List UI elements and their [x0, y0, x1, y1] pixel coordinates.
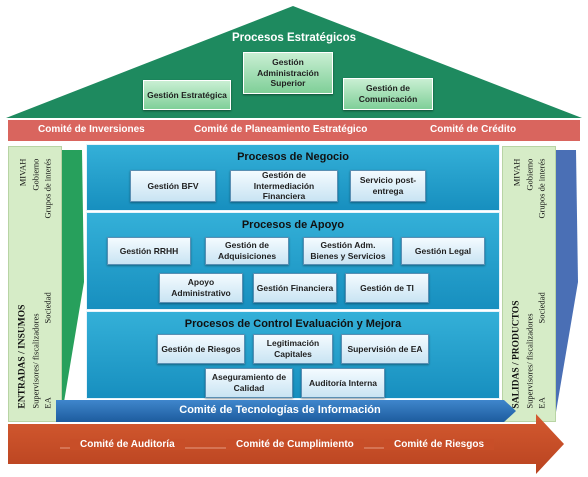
outputs-panel — [502, 146, 556, 422]
support-item-legal[interactable]: Gestión Legal — [401, 237, 485, 265]
committee-cumplimiento: Comité de Cumplimiento — [226, 439, 364, 450]
control-item-riesgos[interactable]: Gestión de Riesgos — [157, 334, 245, 364]
control-item-legitimacion[interactable]: Legitimación Capitales — [253, 334, 333, 364]
strategic-item-comunicacion[interactable]: Gestión de Comunicación — [343, 78, 433, 110]
committee-band-top: Comité de Inversiones Comité de Planeami… — [8, 120, 580, 141]
business-item-bfv[interactable]: Gestión BFV — [130, 170, 216, 202]
control-processes-title: Procesos de Control Evaluación y Mejora — [184, 318, 402, 330]
committee-inversiones: Comité de Inversiones — [38, 124, 145, 135]
control-item-auditoria-interna[interactable]: Auditoría Interna — [301, 368, 385, 398]
business-item-post-entrega[interactable]: Servicio post-entrega — [350, 170, 426, 202]
support-item-ti[interactable]: Gestión de TI — [345, 273, 429, 303]
support-item-apoyo-administrativo[interactable]: Apoyo Administrativo — [159, 273, 243, 303]
support-item-adquisiciones[interactable]: Gestión de Adquisiciones — [205, 237, 289, 265]
support-processes-section: Procesos de Apoyo Gestión RRHH Gestión d… — [86, 212, 500, 310]
it-committee-label: Comité de Tecnologías de Información — [179, 404, 381, 416]
business-item-intermediacion[interactable]: Gestión de Intermediación Financiera — [230, 170, 338, 202]
committee-riesgos: Comité de Riesgos — [384, 439, 495, 450]
strategic-processes-title: Procesos Estratégicos — [231, 32, 356, 44]
control-item-supervision-ea[interactable]: Supervisión de EA — [341, 334, 429, 364]
business-processes-title: Procesos de Negocio — [237, 151, 349, 163]
committee-auditoria: Comité de Auditoría — [70, 439, 185, 450]
strategic-item-administracion-superior[interactable]: Gestión Administración Superior — [243, 52, 333, 94]
control-processes-section: Procesos de Control Evaluación y Mejora … — [86, 311, 500, 399]
support-item-rrhh[interactable]: Gestión RRHH — [107, 237, 191, 265]
support-processes-title: Procesos de Apoyo — [241, 219, 345, 231]
inputs-panel — [8, 146, 62, 422]
committee-credito: Comité de Crédito — [430, 124, 517, 135]
committee-planeamiento: Comité de Planeamiento Estratégico — [194, 124, 368, 135]
support-item-bienes-servicios[interactable]: Gestión Adm. Bienes y Servicios — [303, 237, 393, 265]
business-processes-section: Procesos de Negocio Gestión BFV Gestión … — [86, 144, 500, 211]
control-item-aseguramiento[interactable]: Aseguramiento de Calidad — [205, 368, 293, 398]
support-item-financiera[interactable]: Gestión Financiera — [253, 273, 337, 303]
strategic-item-gestion-estrategica[interactable]: Gestión Estratégica — [143, 80, 231, 110]
